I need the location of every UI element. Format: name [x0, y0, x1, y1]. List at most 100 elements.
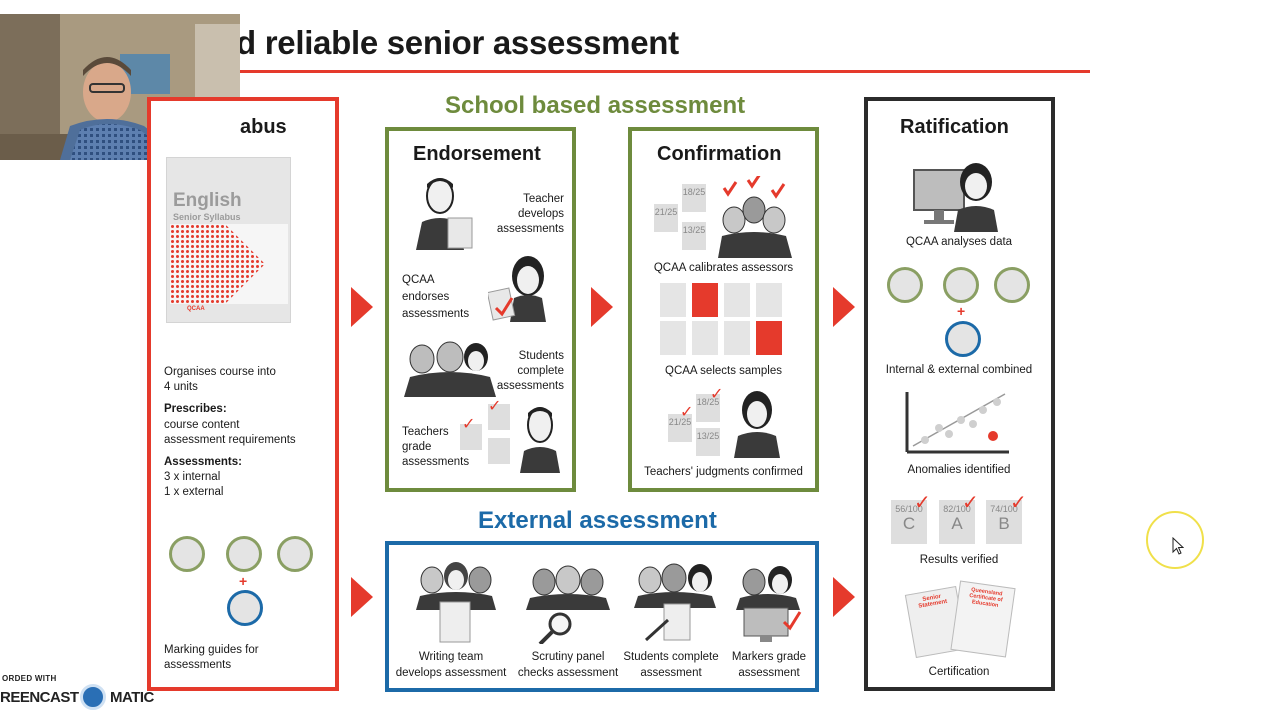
endorse-step4-line1: Teachers	[402, 426, 449, 438]
syllabus-booklet: English Senior Syllabus QCAA	[166, 157, 291, 323]
result-score: 74/100	[990, 504, 1018, 514]
teacher-figure-icon	[416, 178, 473, 250]
confirmation-title: Confirmation	[657, 143, 782, 165]
check-icon: ✓	[962, 492, 979, 514]
watermark-brand-left: REENCAST	[0, 689, 79, 706]
sample-cell	[724, 321, 750, 355]
syllabus-marking-2: assessments	[164, 659, 232, 671]
check-icon: ✓	[710, 386, 724, 403]
external-step2-line1: Scrutiny panel	[531, 651, 605, 663]
sample-cell-selected	[692, 283, 718, 317]
external-assessment-heading: External assessment	[478, 507, 717, 534]
students-group-icon	[634, 563, 716, 642]
qce-certificate-icon: Queensland Certificate of Education	[950, 580, 1016, 658]
writing-team-icon	[416, 562, 496, 643]
plus-icon: +	[239, 573, 248, 589]
school-based-heading: School based assessment	[445, 92, 746, 119]
screen-icon	[277, 536, 313, 572]
ratification-title: Ratification	[900, 116, 1009, 138]
booklet-dot-pattern	[170, 224, 288, 304]
arrow-icon	[351, 287, 373, 327]
screen-icon	[994, 267, 1030, 303]
ratify-step3: Anomalies identified	[907, 464, 1011, 476]
endorse-step1-line3: assessments	[496, 223, 564, 235]
syllabus-organises-1: Organises course into	[164, 366, 276, 378]
sample-cell	[660, 321, 686, 355]
endorse-step2-line1: QCAA	[402, 274, 435, 286]
syllabus-organises-2: 4 units	[164, 381, 198, 393]
endorse-step4-line3: assessments	[402, 456, 470, 468]
students-group-icon	[404, 341, 496, 397]
arrow-icon	[833, 287, 855, 327]
qce-certificate-label: Queensland Certificate of Education	[968, 587, 1003, 609]
score-card: 13/25	[696, 428, 720, 456]
analyst-computer-icon	[913, 163, 998, 232]
ratify-step4: Results verified	[919, 554, 999, 566]
endorse-step3-line2: complete	[517, 365, 564, 377]
external-step1-line2: develops assessment	[395, 667, 507, 679]
syllabus-prescribes-label: Prescribes:	[164, 403, 227, 415]
endorse-step4-line2: grade	[402, 441, 432, 453]
result-grade: C	[902, 514, 916, 533]
scrutiny-panel-icon	[526, 565, 610, 644]
result-card: 56/100 C	[891, 500, 927, 544]
endorse-step1-line1: Teacher	[523, 193, 564, 205]
confirm-step1: QCAA calibrates assessors	[653, 262, 794, 274]
assessors-group-icon	[718, 176, 792, 258]
syllabus-assessments-label: Assessments:	[164, 456, 242, 468]
syllabus-title: abus	[240, 116, 287, 138]
score-card: 13/25	[682, 222, 706, 250]
booklet-title: English	[173, 190, 242, 211]
syllabus-marking-1: Marking guides for	[164, 644, 259, 656]
score-card: 18/25	[682, 184, 706, 212]
watermark-recorded-with: ORDED WITH	[2, 674, 57, 683]
qcaa-officer-icon	[488, 256, 546, 322]
screencast-logo-icon	[80, 684, 106, 710]
sample-cell	[724, 283, 750, 317]
booklet-logo: QCAA	[187, 306, 205, 312]
endorse-step3-line3: assessments	[496, 380, 564, 392]
graded-card-icon	[488, 438, 510, 464]
external-document-icon	[945, 321, 981, 357]
check-icon: ✓	[488, 398, 502, 415]
confirm-step2: QCAA selects samples	[665, 365, 782, 377]
ratify-step2: Internal & external combined	[885, 364, 1033, 376]
syllabus-assessments-2: 1 x external	[164, 486, 224, 498]
scatter-chart-icon	[905, 392, 1009, 454]
external-step3-line1: Students complete	[623, 651, 719, 663]
endorse-step3-line1: Students	[518, 350, 564, 362]
check-icon: ✓	[462, 416, 476, 433]
document-icon	[943, 267, 979, 303]
mouse-pointer-icon	[1172, 537, 1184, 555]
watermark-brand-right: MATIC	[110, 689, 154, 706]
plus-icon: +	[957, 303, 966, 319]
teacher-figure-icon	[520, 407, 560, 473]
result-card: 82/100 A	[939, 500, 975, 544]
result-grade: B	[998, 514, 1010, 533]
result-score: 82/100	[943, 504, 971, 514]
document-icon	[226, 536, 262, 572]
sample-cell	[756, 283, 782, 317]
arrow-icon	[591, 287, 613, 327]
endorse-step1-line2: develops	[517, 208, 564, 220]
result-card: 74/100 B	[986, 500, 1022, 544]
external-step2-line2: checks assessment	[517, 667, 619, 679]
sample-cell	[692, 321, 718, 355]
external-step3-line2: assessment	[640, 667, 702, 679]
check-icon: ✓	[680, 404, 694, 421]
confirmation-box	[628, 127, 819, 492]
syllabus-prescribes-1: course content	[164, 419, 240, 431]
syllabus-assessments-1: 3 x internal	[164, 471, 221, 483]
result-grade: A	[951, 514, 963, 533]
booklet-subtitle: Senior Syllabus	[173, 212, 241, 222]
teacher-avatar-icon	[169, 536, 205, 572]
graded-card-icon	[488, 404, 510, 430]
markers-icon	[736, 566, 802, 642]
endorse-step2-line3: assessments	[402, 308, 470, 320]
check-icon: ✓	[1010, 492, 1027, 514]
external-step1-line1: Writing team	[418, 651, 484, 663]
ratify-step1: QCAA analyses data	[905, 236, 1013, 248]
score-card: 21/25	[668, 414, 692, 442]
title-rule	[236, 70, 1090, 73]
ratify-step5: Certification	[928, 666, 990, 678]
